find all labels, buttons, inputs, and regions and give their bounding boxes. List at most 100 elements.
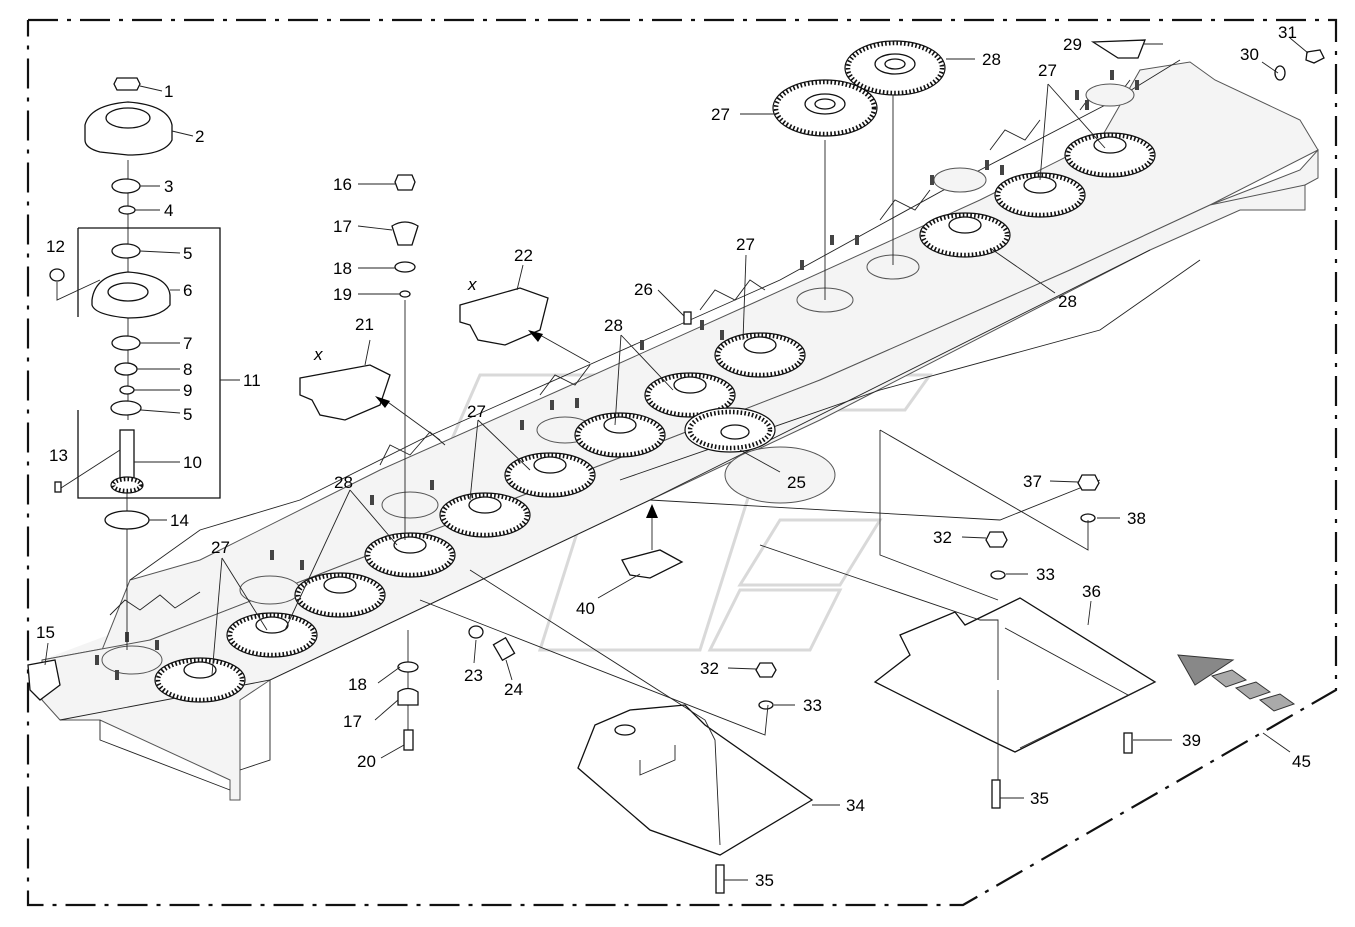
- callout-27-left: 27: [211, 538, 230, 557]
- gear-27-d: [504, 452, 596, 498]
- gear-train: [154, 40, 1156, 703]
- cutting-brackets: [299, 287, 591, 441]
- ring-4: [118, 205, 136, 215]
- callout-14: 14: [170, 511, 189, 530]
- callout-19: 19: [333, 285, 352, 304]
- callout-labels: 1 2 3 4 5 12 6 7 8 9 11 5 13 10 14 16 17…: [36, 23, 1311, 890]
- bushing-17-top: [391, 221, 419, 246]
- callout-2: 2: [195, 127, 204, 146]
- callout-18-lower: 18: [348, 675, 367, 694]
- callout-3: 3: [164, 177, 173, 196]
- callout-17-lower: 17: [343, 712, 362, 731]
- ring-8: [114, 362, 138, 376]
- callout-5-lower: 5: [183, 405, 192, 424]
- callout-28-top: 28: [982, 50, 1001, 69]
- bolt-20: [403, 729, 414, 751]
- callout-leaders: [44, 37, 1309, 881]
- callout-34: 34: [846, 796, 865, 815]
- callout-38: 38: [1127, 509, 1146, 528]
- bolt-39: [1123, 732, 1133, 754]
- callout-31: 31: [1278, 23, 1297, 42]
- callout-27-center: 27: [467, 402, 486, 421]
- callout-27-top: 27: [711, 105, 730, 124]
- assembly-boundary-frame: [26, 18, 1338, 907]
- nut-1: [113, 77, 141, 91]
- gear-25-bevel: [684, 407, 776, 453]
- small-parts: [27, 39, 1325, 894]
- guard-plates: [419, 429, 1157, 856]
- guard-36: [873, 597, 1157, 753]
- gear-28-e: [919, 212, 1011, 258]
- callout-24: 24: [504, 680, 523, 699]
- callout-25: 25: [787, 473, 806, 492]
- bracket-21: [299, 364, 391, 421]
- gear-28-c: [574, 412, 666, 458]
- stud-bolts: [95, 70, 1139, 680]
- gear-27-f: [994, 172, 1086, 218]
- gear-27-c: [439, 492, 531, 538]
- callout-28-right: 28: [1058, 292, 1077, 311]
- callout-30: 30: [1240, 45, 1259, 64]
- bracket-22: [459, 287, 549, 346]
- callout-28-mid: 28: [604, 316, 623, 335]
- callout-15: 15: [36, 623, 55, 642]
- cut-mark-21: x: [313, 345, 323, 364]
- washer-23: [468, 625, 484, 639]
- ring-9: [119, 385, 135, 395]
- callout-10: 10: [183, 453, 202, 472]
- plug-31: [1305, 49, 1325, 64]
- gear-27-b: [226, 612, 318, 658]
- callout-11: 11: [243, 371, 261, 390]
- callout-40: 40: [576, 599, 595, 618]
- callout-32-upper: 32: [933, 528, 952, 547]
- callout-26: 26: [634, 280, 653, 299]
- callout-13: 13: [49, 446, 68, 465]
- callout-9: 9: [183, 381, 192, 400]
- callout-18: 18: [333, 259, 352, 278]
- bolt-35-b: [715, 864, 725, 894]
- gear-28-b: [364, 532, 456, 578]
- callout-35-right: 35: [1030, 789, 1049, 808]
- seal-3: [111, 178, 141, 194]
- left-spindle-stack: [49, 77, 221, 530]
- washer-30: [1274, 65, 1286, 81]
- nut-16: [394, 174, 416, 191]
- key-13: [54, 481, 62, 493]
- clip-40: [621, 549, 684, 579]
- callout-5: 5: [183, 244, 192, 263]
- callout-1: 1: [164, 82, 173, 101]
- callout-37: 37: [1023, 472, 1042, 491]
- bolt-35-a: [991, 779, 1001, 809]
- callout-6: 6: [183, 281, 192, 300]
- callout-27-right: 27: [1038, 61, 1057, 80]
- ring-18-bottom: [397, 661, 419, 673]
- travel-direction-arrow: [1177, 654, 1296, 712]
- guard-34: [577, 704, 814, 856]
- bracket-box-11: [77, 227, 221, 499]
- nut-32-a: [985, 531, 1008, 548]
- callout-16: 16: [333, 175, 352, 194]
- callout-36: 36: [1082, 582, 1101, 601]
- washer-33-a: [990, 570, 1006, 580]
- callout-33-lower: 33: [803, 696, 822, 715]
- gear-28-a: [294, 572, 386, 618]
- center-spindle-stack: [391, 174, 419, 751]
- flange-6: [91, 271, 171, 319]
- washer-33-b: [758, 700, 774, 710]
- callout-23: 23: [464, 666, 483, 685]
- seal-7: [111, 335, 141, 351]
- gear-28-exploded: [844, 40, 946, 96]
- bearing-5a: [111, 243, 141, 259]
- o-ring-14: [104, 510, 150, 530]
- callout-20: 20: [357, 752, 376, 771]
- bushing-17-bottom: [397, 687, 419, 706]
- gear-27-exploded: [772, 79, 878, 137]
- callout-12: 12: [46, 237, 65, 256]
- callout-7: 7: [183, 334, 192, 353]
- callout-28-center: 28: [334, 473, 353, 492]
- callout-35-bottom: 35: [755, 871, 774, 890]
- cut-mark-22: x: [467, 275, 477, 294]
- callout-8: 8: [183, 360, 192, 379]
- bearing-5b: [110, 400, 142, 416]
